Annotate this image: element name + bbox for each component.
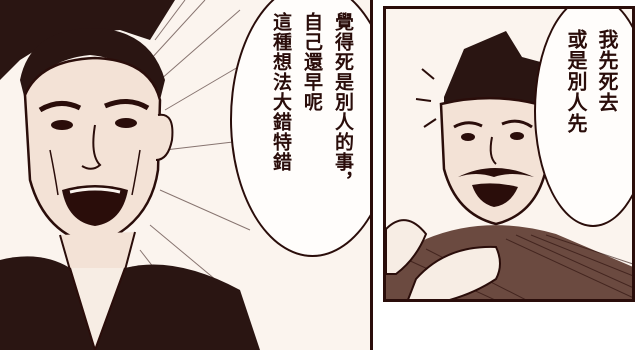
right-speech-line-1: 我先死去	[595, 29, 619, 113]
right-panel-art	[386, 31, 632, 299]
left-panel: 覺得死是別人的事， 自己還早呢 這種想法大錯特錯	[0, 0, 373, 350]
left-speech-line-3: 這種想法大錯特錯	[270, 12, 292, 172]
right-speech-line-2: 或是別人先	[564, 29, 588, 134]
left-panel-art	[0, 0, 260, 350]
right-speech-bubble	[534, 9, 632, 227]
left-speech-line-1: 覺得死是別人的事，	[332, 12, 354, 192]
right-panel: 我先死去 或是別人先	[383, 6, 635, 302]
left-speech-line-2: 自己還早呢	[301, 12, 323, 112]
